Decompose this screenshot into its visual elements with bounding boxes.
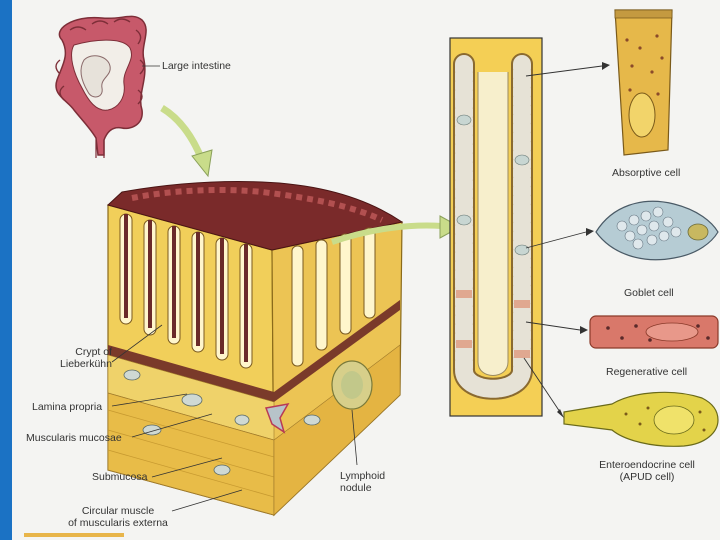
label-goblet-cell: Goblet cell [624,287,674,299]
cell-pointer-arrows [523,65,603,413]
label-lymphoid-nodule: Lymphoid nodule [340,470,385,494]
diagram-page: Large intestine Crypt of Lieberkühn Lami… [12,0,720,540]
label-crypt-line2: Lieberkühn [60,358,112,370]
label-submucosa: Submucosa [92,471,148,483]
label-circular-line1: Circular muscle [81,505,155,517]
enteroendocrine-cell-illustration [563,391,719,447]
intestinal-wall-block [107,181,404,517]
label-large-intestine: Large intestine [162,60,231,72]
label-crypt-line1: Crypt of [75,346,112,358]
goblet-cell-illustration [595,200,719,261]
label-muscularis-mucosae: Muscularis mucosae [26,432,122,444]
diagram-canvas [55,9,719,517]
leader-lines [111,65,358,512]
label-enteroendocrine-line2: (APUD cell) [619,471,675,483]
label-lamina-propria: Lamina propria [32,401,103,413]
arrowheads [557,62,610,418]
decorative-underline [24,533,124,537]
label-circular-line2: of muscularis externa [68,517,168,529]
label-circular-muscle: Circular muscle of muscularis externa [58,505,178,529]
label-absorptive-cell: Absorptive cell [612,167,681,179]
label-enteroendocrine-line1: Enteroendocrine cell [599,459,695,471]
arrow-to-wall-block [160,104,213,178]
label-lymphoid-line1: Lymphoid [340,470,386,482]
label-lymphoid-line2: nodule [340,482,372,494]
crypt-detail-panel [449,37,543,417]
label-crypt-of-lieberkuhn: Crypt of Lieberkühn [12,346,112,370]
label-enteroendocrine-cell: Enteroendocrine cell (APUD cell) [592,459,702,483]
large-intestine-illustration [55,15,147,158]
regenerative-cell-illustration [589,315,719,349]
absorptive-cell-illustration [614,9,673,156]
label-regenerative-cell: Regenerative cell [606,366,688,378]
